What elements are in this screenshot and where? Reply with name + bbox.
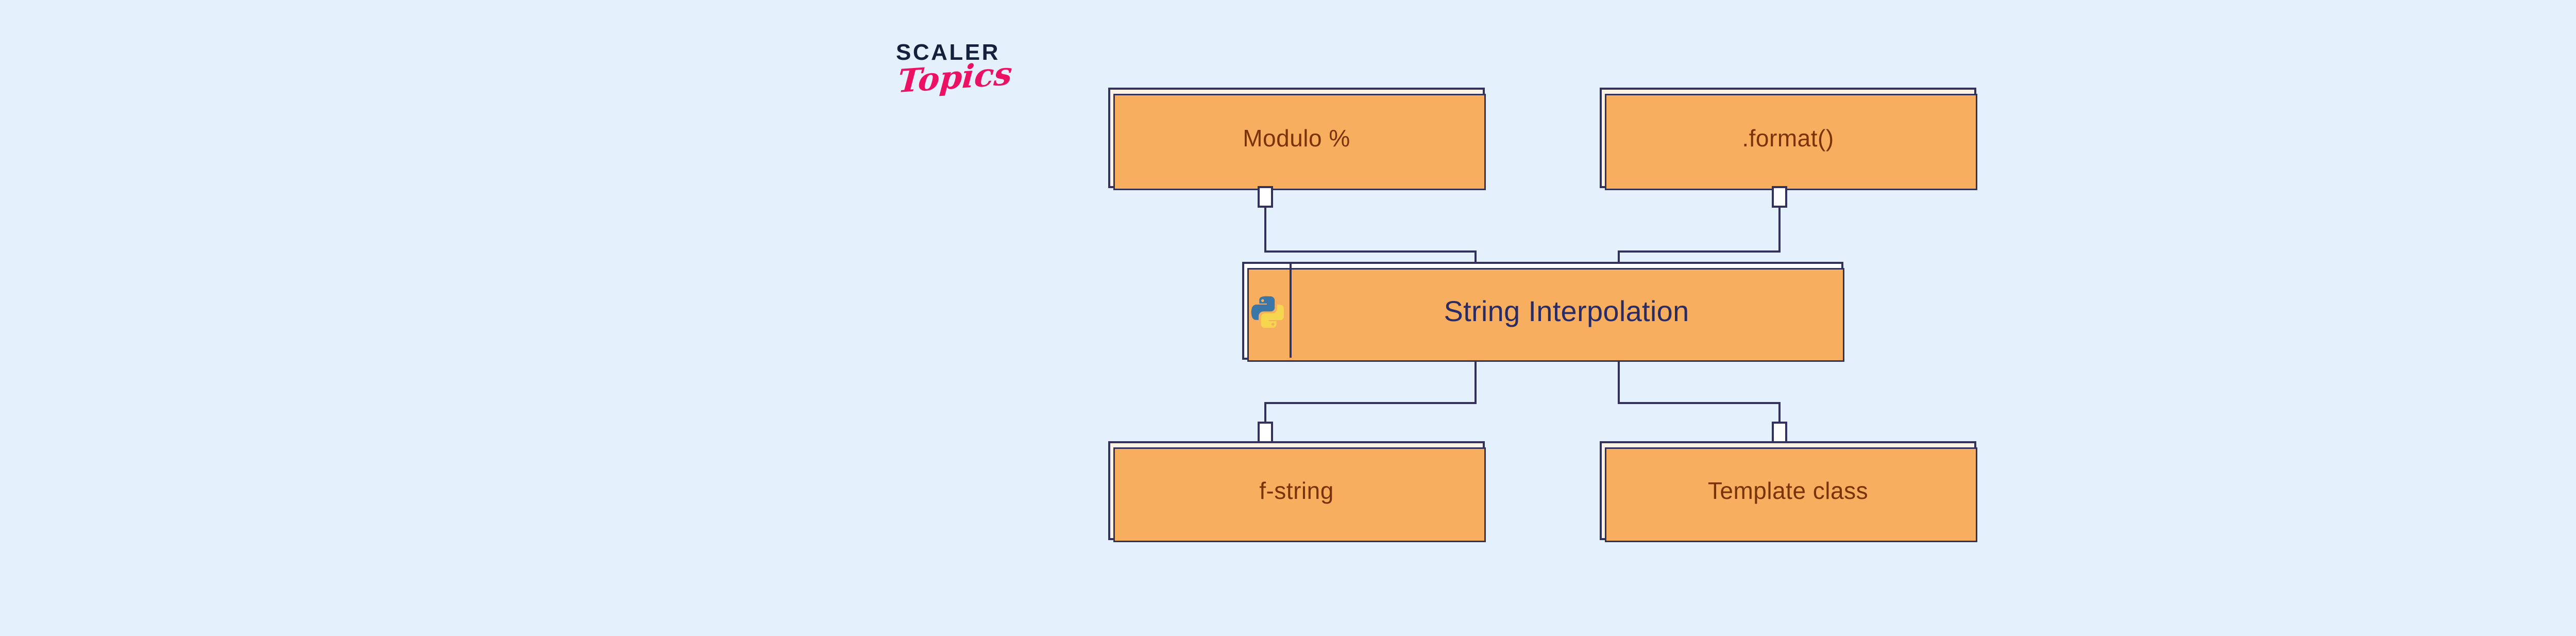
python-logo-icon <box>1251 296 1284 328</box>
connector-template-vertical-2 <box>1778 402 1781 437</box>
connector-stub-fstring-top <box>1258 422 1273 443</box>
node-modulo-label: Modulo % <box>1243 124 1350 152</box>
connector-format-vertical-1 <box>1778 206 1781 253</box>
scaler-topics-logo: SCALER Topics <box>894 41 1069 129</box>
node-modulo[interactable]: Modulo % <box>1108 88 1486 190</box>
node-fstring[interactable]: f-string <box>1108 441 1486 542</box>
python-logo-cell <box>1244 264 1292 358</box>
center-label-cell: String Interpolation <box>1292 264 1841 358</box>
connector-stub-modulo-bottom <box>1258 186 1273 208</box>
connector-stub-template-top <box>1772 422 1787 443</box>
node-format[interactable]: .format() <box>1600 88 1977 190</box>
node-format-label: .format() <box>1742 124 1834 152</box>
node-template-class-label: Template class <box>1707 477 1869 504</box>
connector-format-horizontal <box>1618 250 1781 253</box>
connector-fstring-vertical-1 <box>1475 358 1477 404</box>
connector-stub-format-bottom <box>1772 186 1787 208</box>
node-template-class[interactable]: Template class <box>1600 441 1977 542</box>
connector-modulo-vertical-2 <box>1475 250 1477 266</box>
connector-modulo-horizontal <box>1264 250 1477 253</box>
connector-template-vertical-1 <box>1618 358 1620 404</box>
node-string-interpolation-label: String Interpolation <box>1444 294 1689 327</box>
connector-modulo-vertical-1 <box>1264 206 1266 253</box>
connector-fstring-vertical-2 <box>1264 402 1266 437</box>
node-string-interpolation[interactable]: String Interpolation <box>1242 262 1844 362</box>
node-fstring-label: f-string <box>1259 477 1334 504</box>
connector-template-horizontal <box>1618 402 1781 404</box>
connector-fstring-horizontal <box>1264 402 1477 404</box>
logo-wordmark-scaler: SCALER <box>896 40 1000 65</box>
connector-format-vertical-2 <box>1618 250 1620 266</box>
